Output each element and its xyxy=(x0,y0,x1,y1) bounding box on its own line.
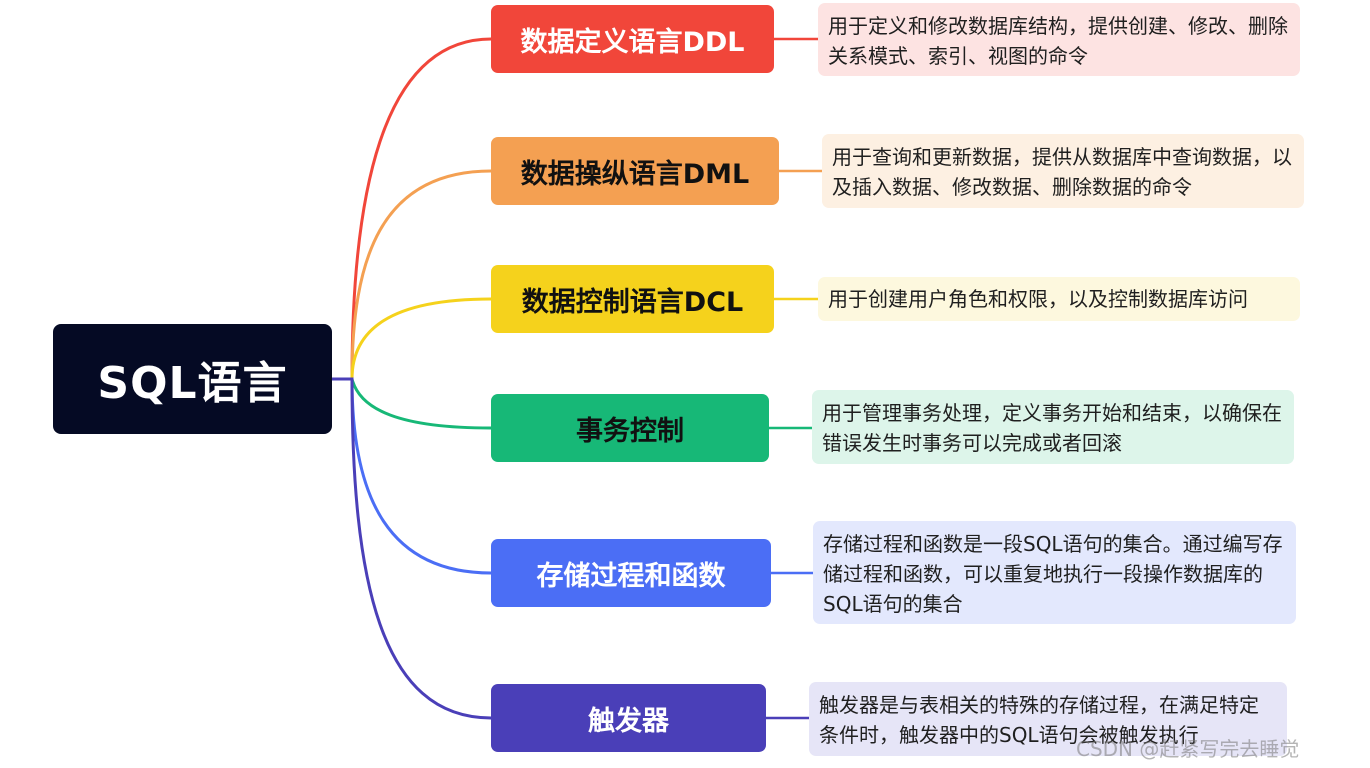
branch-stored-procedure[interactable]: 存储过程和函数 xyxy=(491,539,771,607)
connector-to-dml xyxy=(332,169,492,381)
branch-trigger-label: 触发器 xyxy=(588,705,669,737)
note-transaction-control-text: 用于管理事务处理，定义事务开始和结束，以确保在错误发生时事务可以完成或者回滚 xyxy=(822,401,1282,455)
note-stored-procedure: 存储过程和函数是一段SQL语句的集合。通过编写存储过程和函数，可以重复地执行一段… xyxy=(813,521,1296,624)
connector-to-transaction xyxy=(332,377,492,430)
note-ddl: 用于定义和修改数据库结构，提供创建、修改、删除关系模式、索引、视图的命令 xyxy=(818,3,1300,76)
note-transaction-control: 用于管理事务处理，定义事务开始和结束，以确保在错误发生时事务可以完成或者回滚 xyxy=(812,390,1294,464)
note-dml: 用于查询和更新数据，提供从数据库中查询数据，以及插入数据、修改数据、删除数据的命… xyxy=(822,134,1304,208)
watermark: CSDN @赶紧写完去睡觉 xyxy=(1076,733,1299,762)
branch-dml-label: 数据操纵语言DML xyxy=(520,158,750,190)
note-ddl-text: 用于定义和修改数据库结构，提供创建、修改、删除关系模式、索引、视图的命令 xyxy=(828,14,1288,68)
note-trigger: 触发器是与表相关的特殊的存储过程，在满足特定条件时，触发器中的SQL语句会被触发… xyxy=(809,682,1287,756)
branch-stored-procedure-label: 存储过程和函数 xyxy=(536,560,726,592)
branch-dcl-label: 数据控制语言DCL xyxy=(521,286,744,318)
branch-transaction-control-label: 事务控制 xyxy=(576,415,684,447)
root-label: SQL语言 xyxy=(97,358,288,409)
note-dcl: 用于创建用户角色和权限，以及控制数据库访问 xyxy=(818,277,1300,321)
connector-to-trigger xyxy=(332,377,492,720)
note-dcl-text: 用于创建用户角色和权限，以及控制数据库访问 xyxy=(828,287,1248,311)
branch-trigger[interactable]: 触发器 xyxy=(491,684,766,752)
branch-ddl-label: 数据定义语言DDL xyxy=(520,26,745,58)
connector-to-dcl xyxy=(332,297,492,381)
note-stored-procedure-text: 存储过程和函数是一段SQL语句的集合。通过编写存储过程和函数，可以重复地执行一段… xyxy=(823,532,1283,616)
branch-dml[interactable]: 数据操纵语言DML xyxy=(491,137,779,205)
note-dml-text: 用于查询和更新数据，提供从数据库中查询数据，以及插入数据、修改数据、删除数据的命… xyxy=(832,145,1292,199)
watermark-text: CSDN @赶紧写完去睡觉 xyxy=(1076,737,1300,761)
branch-ddl[interactable]: 数据定义语言DDL xyxy=(491,5,774,73)
branch-dcl[interactable]: 数据控制语言DCL xyxy=(491,265,774,333)
connector-to-ddl xyxy=(332,37,492,381)
root-node[interactable]: SQL语言 xyxy=(53,324,332,434)
branch-transaction-control[interactable]: 事务控制 xyxy=(491,394,769,462)
note-trigger-text: 触发器是与表相关的特殊的存储过程，在满足特定条件时，触发器中的SQL语句会被触发… xyxy=(819,693,1259,747)
